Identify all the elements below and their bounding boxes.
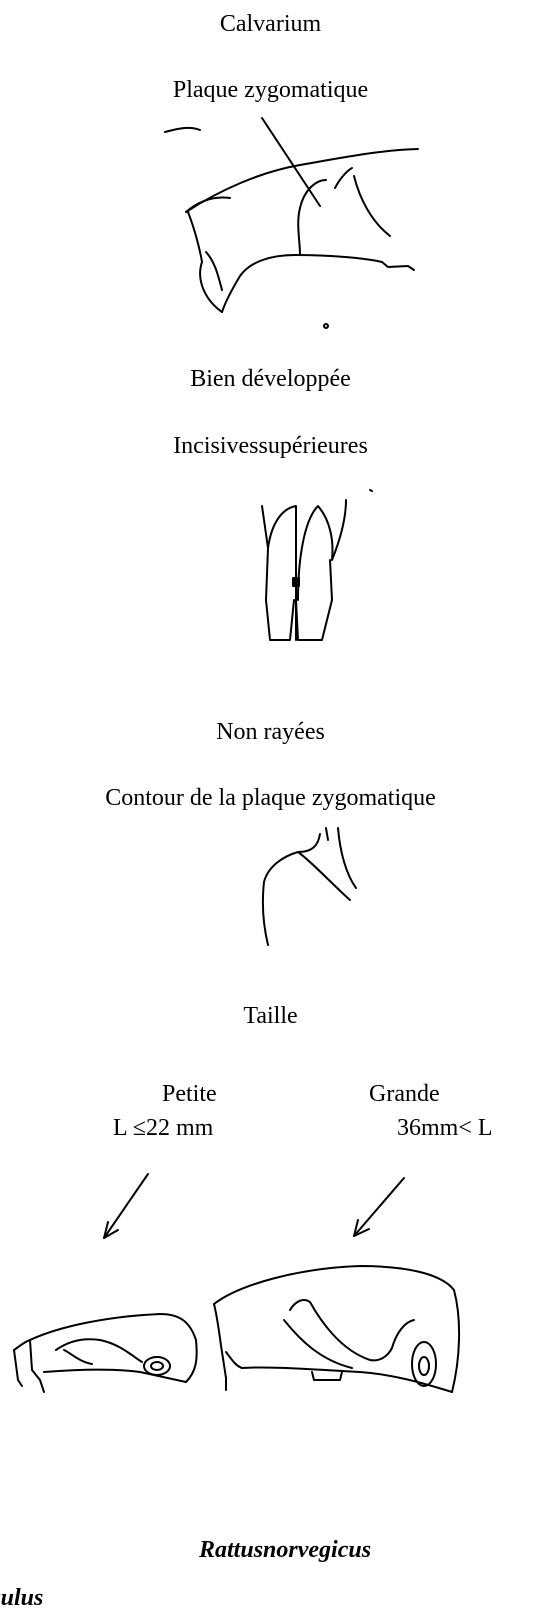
species-rattus-norvegicus: Rattusnorvegicus (199, 1536, 371, 1564)
species-small-truncated: culus (0, 1584, 43, 1612)
